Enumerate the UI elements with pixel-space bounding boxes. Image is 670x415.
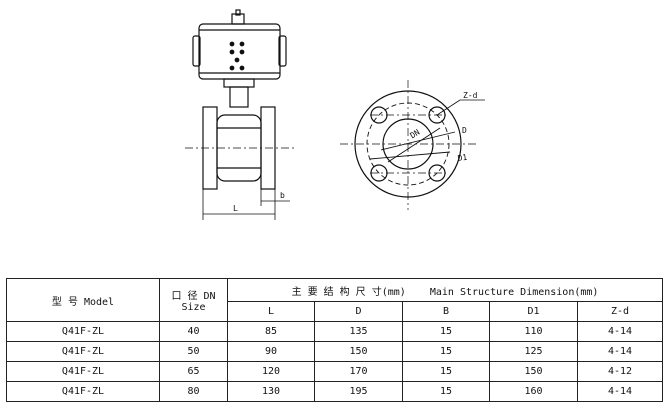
table-row: Q41F-ZL 80 130 195 15 160 4-14: [6, 381, 664, 402]
header-col-d: D: [314, 301, 403, 322]
valve-drawing: L b Z-d DN D D1: [185, 9, 485, 220]
label-length: L: [233, 204, 238, 213]
cell-model: Q41F-ZL: [6, 361, 160, 382]
cell-zd: 4-12: [576, 361, 664, 382]
cell-l: 120: [227, 361, 315, 382]
header-model: 型 号 Model: [6, 278, 160, 322]
dimension-table: 型 号 Model 口 径 DN Size 主 要 结 构 尺 寸(mm) Ma…: [6, 278, 664, 402]
cell-model: Q41F-ZL: [6, 341, 160, 362]
header-main-dimension: 主 要 结 构 尺 寸(mm) Main Structure Dimension…: [226, 278, 664, 302]
label-bolt-circle: D1: [457, 153, 468, 163]
header-col-b: B: [402, 301, 490, 322]
cell-b: 15: [402, 341, 490, 362]
cell-zd: 4-14: [576, 381, 664, 402]
cell-l: 90: [227, 341, 315, 362]
cell-d: 195: [314, 381, 403, 402]
cell-d1: 110: [489, 321, 578, 342]
cell-d: 170: [314, 361, 403, 382]
cell-d1: 160: [489, 381, 578, 402]
header-col-zd: Z-d: [576, 301, 664, 322]
cell-zd: 4-14: [576, 341, 664, 362]
cell-size: 65: [159, 361, 228, 382]
side-dimensions: [202, 189, 290, 220]
header-col-l: L: [227, 301, 315, 322]
table-row: Q41F-ZL 40 85 135 15 110 4-14: [6, 321, 664, 342]
label-outer: D: [462, 126, 467, 135]
header-size: 口 径 DN Size: [159, 278, 228, 322]
cell-size: 50: [159, 341, 228, 362]
cell-model: Q41F-ZL: [6, 321, 160, 342]
header-size-sub: Size: [181, 302, 206, 313]
cell-b: 15: [402, 361, 490, 382]
actuator: [192, 9, 287, 80]
cell-b: 15: [402, 321, 490, 342]
cell-d1: 125: [489, 341, 578, 362]
cell-d: 135: [314, 321, 403, 342]
cell-model: Q41F-ZL: [6, 381, 160, 402]
table-row: Q41F-ZL 50 90 150 15 125 4-14: [6, 341, 664, 362]
header-size-label: 口 径 DN: [171, 291, 216, 302]
header-col-d1: D1: [489, 301, 578, 322]
cell-size: 80: [159, 381, 228, 402]
cell-size: 40: [159, 321, 228, 342]
cell-d: 150: [314, 341, 403, 362]
table-row: Q41F-ZL 65 120 170 15 150 4-12: [6, 361, 664, 382]
label-bolt-holes: Z-d: [463, 91, 478, 100]
label-thickness: b: [280, 191, 285, 200]
cell-l: 85: [227, 321, 315, 342]
cell-b: 15: [402, 381, 490, 402]
cell-zd: 4-14: [576, 321, 664, 342]
label-nominal: DN: [408, 128, 421, 141]
cell-d1: 150: [489, 361, 578, 382]
cell-l: 130: [227, 381, 315, 402]
valve-bracket: [223, 78, 255, 108]
